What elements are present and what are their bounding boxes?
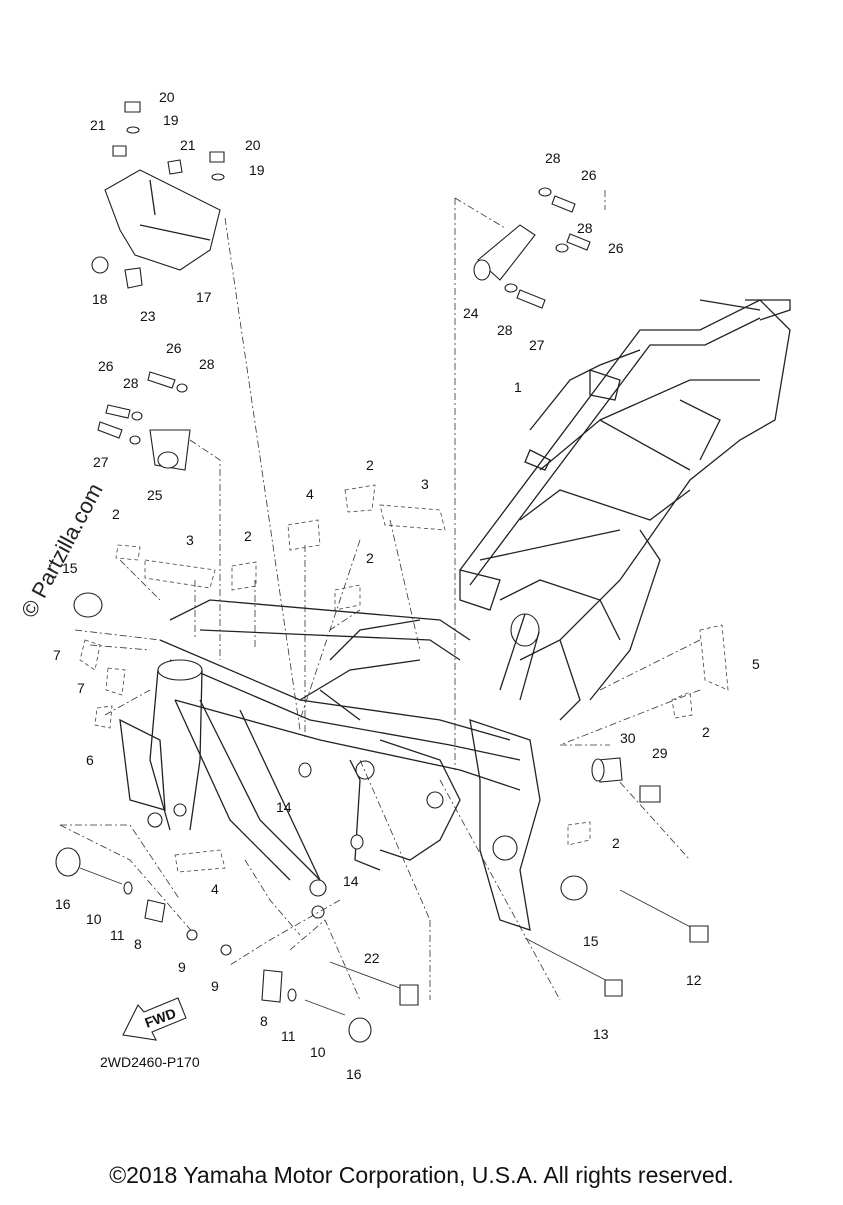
callout-28: 28 [199,356,215,372]
callout-15: 15 [583,933,599,949]
callout-26: 26 [166,340,182,356]
callout-16: 16 [346,1066,362,1082]
callout-1: 1 [514,379,522,395]
callout-4: 4 [211,881,219,897]
leader-lines [59,190,701,1001]
callout-8: 8 [260,1013,268,1029]
callout-3: 3 [186,532,194,548]
callout-21: 21 [180,137,196,153]
callout-4: 4 [306,486,314,502]
callout-7: 7 [53,647,61,663]
fwd-arrow: FWD [122,997,187,1041]
callout-29: 29 [652,745,668,761]
callout-20: 20 [245,137,261,153]
callout-13: 13 [593,1026,609,1042]
callout-9: 9 [178,959,186,975]
callout-2: 2 [244,528,252,544]
callout-28: 28 [577,220,593,236]
callout-19: 19 [163,112,179,128]
hardware-parts [55,101,709,1043]
callout-10: 10 [86,911,102,927]
callout-numbers: 1 2 2 2 2 2 2 2 3 3 4 4 5 7 7 6 8 8 9 9 … [53,89,760,1082]
callout-26: 26 [581,167,597,183]
callout-15: 15 [62,560,78,576]
callout-10: 10 [310,1044,326,1060]
callout-30: 30 [620,730,636,746]
callout-3: 3 [421,476,429,492]
callout-11: 11 [281,1028,296,1044]
callout-18: 18 [92,291,108,307]
callout-6: 6 [86,752,94,768]
part-code: 2WD2460-P170 [100,1054,200,1070]
callout-7: 7 [77,680,85,696]
callout-19: 19 [249,162,265,178]
callout-12: 12 [686,972,702,988]
callout-16: 16 [55,896,71,912]
callout-2: 2 [366,457,374,473]
callout-11: 11 [110,927,125,943]
callout-5: 5 [752,656,760,672]
callout-23: 23 [140,308,156,324]
callout-2: 2 [702,724,710,740]
callout-2: 2 [112,506,120,522]
callout-27: 27 [529,337,545,353]
callout-2: 2 [612,835,620,851]
callout-28: 28 [545,150,561,166]
callout-14: 14 [343,873,359,889]
callout-17: 17 [196,289,212,305]
callout-21: 21 [90,117,106,133]
callout-25: 25 [147,487,163,503]
callout-2: 2 [366,550,374,566]
decals [79,484,729,873]
callout-26: 26 [98,358,114,374]
callout-9: 9 [211,978,219,994]
callout-28: 28 [497,322,513,338]
copyright-notice: ©2018 Yamaha Motor Corporation, U.S.A. A… [109,1162,734,1188]
callout-20: 20 [159,89,175,105]
callout-24: 24 [463,305,479,321]
callout-14: 14 [276,799,292,815]
callout-22: 22 [364,950,380,966]
callout-8: 8 [134,936,142,952]
callout-28: 28 [123,375,139,391]
callout-27: 27 [93,454,109,470]
callout-26: 26 [608,240,624,256]
